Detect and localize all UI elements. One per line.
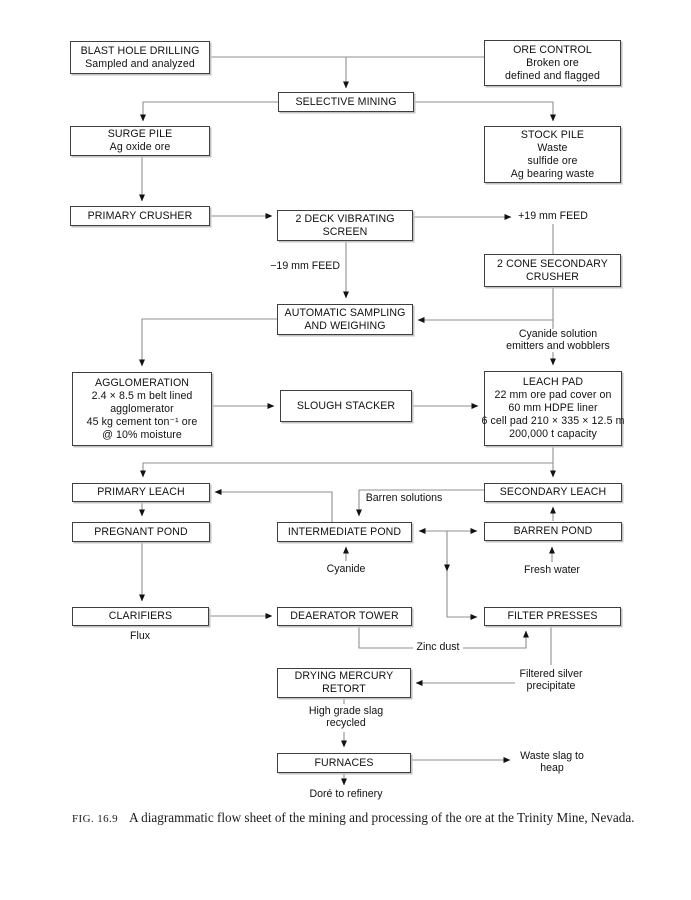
label-plus19-feed: +19 mm FEED [518, 210, 588, 222]
connector-leach-pad-to-primary-leach [140, 447, 554, 478]
box-stock-pile: STOCK PILE Waste sulfide ore Ag bearing … [484, 126, 621, 183]
label-high-grade-slag: High grade slag recycled [305, 705, 387, 729]
box-surge-pile: SURGE PILE Ag oxide ore [70, 126, 210, 156]
connector-ponds-to-filter-presses [446, 531, 478, 620]
box-agglomeration: AGGLOMERATION 2.4 × 8.5 m belt lined agg… [72, 372, 212, 446]
label-cyanide-solution: Cyanide solution emitters and wobblers [503, 328, 613, 352]
label-zinc-dust: Zinc dust [413, 641, 463, 654]
box-barren-pond: BARREN POND [484, 522, 622, 541]
connector-sampling-to-agglomeration [139, 318, 277, 367]
box-clarifiers: CLARIFIERS [72, 607, 209, 626]
box-drying-mercury-retort: DRYING MERCURY RETORT [277, 668, 411, 698]
box-vibrating-screen: 2 DECK VIBRATING SCREEN [277, 210, 413, 241]
connector-barren-solutions [356, 489, 484, 517]
box-leach-pad: LEACH PAD 22 mm ore pad cover on 60 mm H… [481, 371, 624, 446]
box-deaerator-tower: DEAERATOR TOWER [277, 607, 412, 626]
label-fresh-water: Fresh water [524, 564, 580, 576]
box-furnaces: FURNACES [277, 753, 411, 773]
box-filter-presses: FILTER PRESSES [484, 607, 621, 626]
connector-zinc-to-filter-presses [463, 630, 529, 649]
box-blast-hole-drilling: BLAST HOLE DRILLING Sampled and analyzed [70, 41, 210, 74]
figure-number: FIG. 16.9 [72, 813, 119, 825]
figure-caption-text: A diagrammatic flow sheet of the mining … [129, 810, 635, 825]
label-barren-solutions: Barren solutions [365, 492, 443, 504]
box-primary-crusher: PRIMARY CRUSHER [70, 206, 210, 226]
label-dore-to-refinery: Doré to refinery [309, 788, 383, 800]
box-intermediate-pond: INTERMEDIATE POND [277, 522, 412, 542]
connector-deaerator-to-zinc [358, 627, 413, 649]
connector-selective-to-stock [414, 101, 556, 122]
label-waste-slag: Waste slag to heap [520, 750, 584, 774]
label-minus19-feed: −19 mm FEED [267, 260, 343, 273]
box-ore-control: ORE CONTROL Broken ore defined and flagg… [484, 40, 621, 86]
box-pregnant-pond: PREGNANT POND [72, 522, 210, 542]
box-automatic-sampling: AUTOMATIC SAMPLING AND WEIGHING [277, 304, 413, 335]
label-cyanide: Cyanide [326, 563, 366, 575]
box-slough-stacker: SLOUGH STACKER [280, 390, 412, 422]
label-flux: Flux [129, 630, 151, 642]
figure-caption: FIG. 16.9 A diagrammatic flow sheet of th… [72, 810, 634, 826]
box-primary-leach: PRIMARY LEACH [72, 483, 210, 502]
connector-intermediate-to-primary-leach [214, 489, 333, 522]
box-selective-mining: SELECTIVE MINING [278, 92, 414, 112]
label-filtered-silver: Filtered silver precipitate [519, 668, 583, 692]
connector-selective-to-surge [140, 101, 278, 122]
box-secondary-leach: SECONDARY LEACH [484, 483, 622, 502]
box-secondary-crusher: 2 CONE SECONDARY CRUSHER [484, 254, 621, 287]
